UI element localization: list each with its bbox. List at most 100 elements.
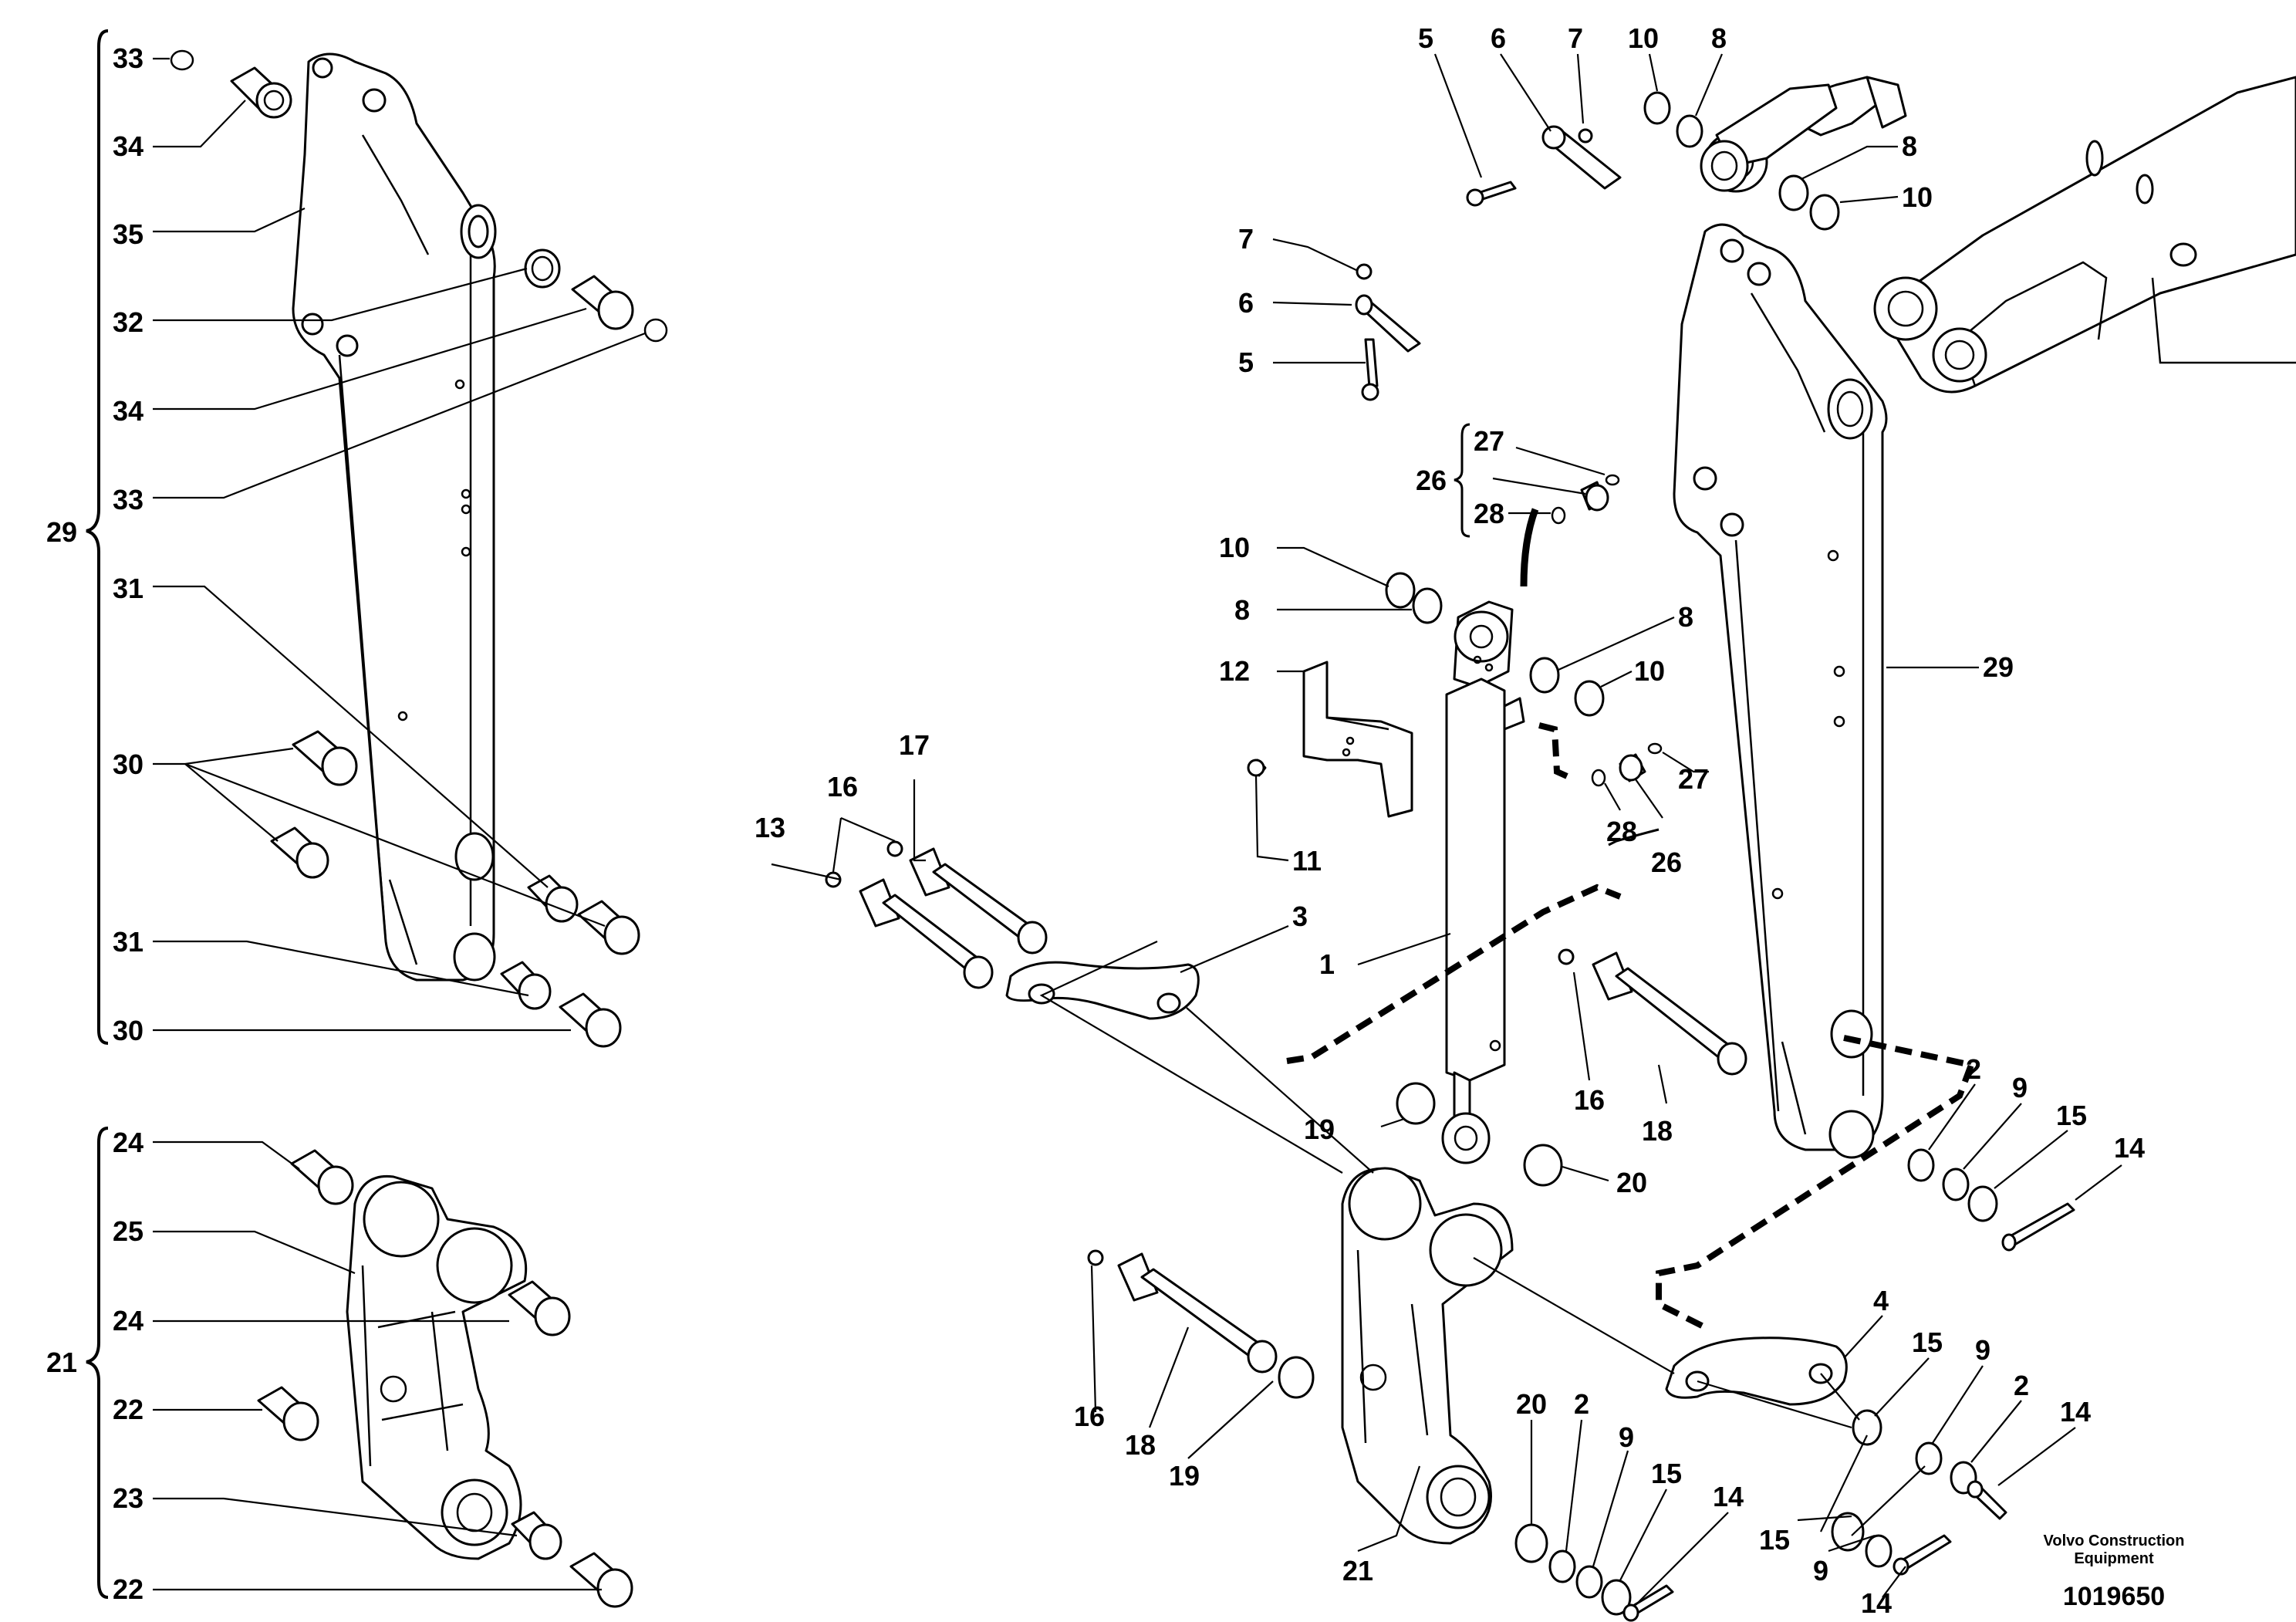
callout-25: 25 [113, 1215, 144, 1247]
pin-18-lower [1117, 1252, 1278, 1374]
callout-labels: 5 6 7 10 8 8 10 7 6 5 27 26 28 10 8 8 10… [755, 22, 2145, 1619]
callout-27: 27 [1474, 425, 1504, 457]
o-ring-28-top [1551, 506, 1566, 525]
callout-29: 29 [46, 516, 77, 548]
bushing-24-b [508, 1280, 571, 1336]
bushing-34-top [230, 66, 292, 119]
o-ring-27-mid [1647, 742, 1663, 755]
callout-10: 10 [1219, 532, 1250, 563]
callout-35: 35 [113, 218, 144, 250]
grease-nipple-16-b [886, 840, 903, 857]
callout-26: 26 [1416, 465, 1447, 496]
callout-1: 1 [1319, 948, 1335, 980]
group-21-link-detail: 21 [46, 1127, 633, 1608]
washer-19-mid [1396, 1082, 1436, 1125]
bushing-top-upper [1700, 83, 1838, 192]
pin-6-top [1541, 125, 1622, 190]
callout-23: 23 [113, 1482, 144, 1514]
group-21-brace [86, 1127, 109, 1599]
callout-5: 5 [1238, 346, 1254, 378]
callout-20: 20 [1616, 1167, 1647, 1198]
callout-10: 10 [1902, 181, 1933, 213]
callout-7: 7 [1568, 22, 1583, 54]
callout-15: 15 [1651, 1458, 1682, 1489]
washer-9-bottom-left [1575, 1565, 1603, 1599]
callout-8: 8 [1234, 594, 1250, 626]
callout-18: 18 [1125, 1429, 1156, 1461]
nut-7-top [1578, 128, 1593, 144]
callout-9: 9 [1975, 1334, 1990, 1366]
callout-22: 22 [113, 1394, 144, 1425]
washer-9-lower [1915, 1441, 1943, 1475]
bushing-22-b [569, 1552, 633, 1608]
bolt-11 [1247, 759, 1267, 777]
callout-19: 19 [1169, 1460, 1200, 1492]
callout-8: 8 [1711, 22, 1727, 54]
washer-2-right [1907, 1148, 1935, 1182]
callout-26: 26 [1651, 846, 1682, 878]
callout-17: 17 [899, 729, 930, 761]
pin-14-bottom-left [1622, 1584, 1674, 1622]
seal-32 [524, 248, 561, 289]
callout-9: 9 [1813, 1555, 1828, 1587]
grease-nipple-16-d [1087, 1249, 1104, 1266]
bushing-30-b [270, 826, 329, 879]
bolt-5-mid [1361, 338, 1379, 401]
washer-9-right [1942, 1168, 1970, 1201]
callout-18: 18 [1642, 1115, 1673, 1147]
washer-19-lower [1278, 1356, 1315, 1399]
callout-16: 16 [1074, 1401, 1105, 1432]
washer-9-bottom [1865, 1534, 1893, 1568]
callout-2: 2 [1574, 1388, 1589, 1420]
link-4 [1665, 1336, 1848, 1406]
washer-8-mid [1412, 587, 1443, 624]
bushing-30-d [559, 992, 622, 1048]
callout-4: 4 [1873, 1285, 1889, 1316]
callout-33: 33 [113, 484, 144, 515]
callout-15: 15 [2056, 1100, 2087, 1131]
callout-34: 34 [113, 130, 144, 162]
callout-5: 5 [1418, 22, 1433, 54]
washer-8-right [1778, 174, 1809, 211]
callout-7: 7 [1238, 223, 1254, 255]
washer-2-bottom [1548, 1549, 1576, 1583]
callout-28: 28 [1606, 816, 1637, 847]
washer-15-right [1967, 1185, 1998, 1222]
manufacturer-line-2: Equipment [2074, 1550, 2154, 1567]
pin-6-mid [1355, 294, 1421, 353]
link-21-assembly [1341, 1167, 1514, 1545]
callout-20: 20 [1516, 1388, 1547, 1420]
callout-32: 32 [113, 306, 144, 338]
grease-nipple-16-c [1558, 948, 1575, 965]
washer-15-lower [1852, 1409, 1882, 1446]
group-29-brace [86, 29, 109, 1045]
callout-15: 15 [1759, 1524, 1790, 1556]
bucket-cylinder [1441, 600, 1525, 1164]
callout-2: 2 [2014, 1370, 2029, 1401]
washer-8-top [1676, 114, 1703, 148]
fitting-26-mid [1619, 753, 1646, 782]
washer-10-top [1643, 91, 1671, 125]
callout-12: 12 [1219, 655, 1250, 687]
manufacturer-line-1: Volvo Construction [2044, 1532, 2185, 1549]
callout-16: 16 [1574, 1084, 1605, 1116]
callout-30: 30 [113, 748, 144, 780]
callout-14: 14 [2060, 1396, 2091, 1428]
callout-27: 27 [1678, 763, 1709, 795]
o-ring-27-top [1605, 474, 1620, 486]
callout-15: 15 [1912, 1326, 1943, 1358]
callout-31: 31 [113, 573, 144, 604]
callout-8: 8 [1902, 130, 1917, 162]
callout-21: 21 [46, 1347, 77, 1378]
pin-18-right [1592, 951, 1747, 1076]
washer-20-mid [1523, 1144, 1563, 1187]
pin-14-lower-right [1967, 1480, 2007, 1520]
callout-14: 14 [1861, 1587, 1892, 1619]
arm-assembly [1673, 223, 1888, 1159]
callout-9: 9 [2012, 1072, 2028, 1103]
callout-34: 34 [113, 395, 144, 427]
guard-12 [1302, 661, 1413, 818]
washer-15-bottom-left [1601, 1579, 1632, 1616]
